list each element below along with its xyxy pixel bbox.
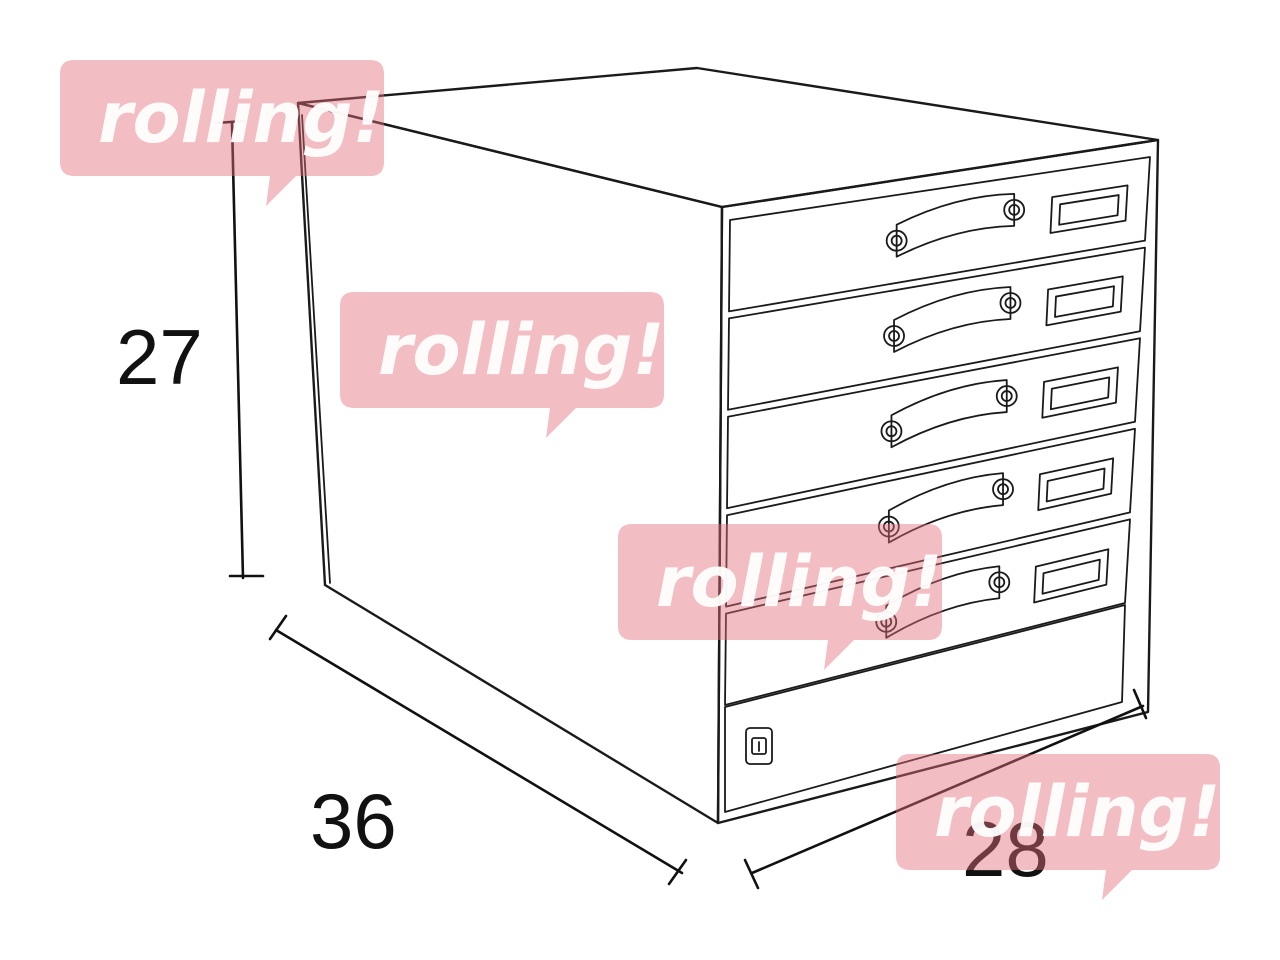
drawer-label-holder bbox=[1033, 548, 1110, 604]
width-label: 28 bbox=[962, 805, 1049, 893]
drawer-label-holder bbox=[1037, 457, 1115, 512]
lock-icon bbox=[745, 727, 773, 765]
watermark-3: rolling! bbox=[618, 524, 942, 670]
height-label: 27 bbox=[116, 313, 203, 401]
bottom-panel-frame bbox=[724, 604, 1126, 813]
drawer[interactable] bbox=[727, 246, 1146, 411]
cabinet-side bbox=[296, 101, 724, 825]
drawer-handle[interactable] bbox=[877, 472, 1014, 544]
svg-text:rolling!: rolling! bbox=[934, 771, 1220, 853]
drawer-label-holder bbox=[1041, 366, 1119, 419]
cabinet-front bbox=[716, 138, 1160, 825]
drawer-handle[interactable] bbox=[875, 565, 1011, 639]
drawer-label-holder bbox=[1049, 184, 1129, 234]
bottom-panel bbox=[724, 604, 1126, 813]
drawer-handle[interactable] bbox=[885, 192, 1026, 258]
cabinet-body bbox=[296, 66, 1160, 825]
drawer[interactable] bbox=[725, 427, 1136, 608]
dimension-width: 28 bbox=[743, 688, 1148, 893]
drawer-label-holder bbox=[1045, 275, 1124, 327]
cabinet-side-inner-edge bbox=[301, 114, 331, 584]
depth-label: 36 bbox=[310, 777, 397, 865]
svg-text:rolling!: rolling! bbox=[656, 541, 942, 623]
cabinet-top bbox=[296, 66, 1160, 209]
drawer-handle[interactable] bbox=[883, 286, 1022, 353]
watermark-2: rolling! bbox=[340, 292, 664, 438]
drawer[interactable] bbox=[724, 518, 1131, 706]
svg-text:rolling!: rolling! bbox=[378, 309, 664, 391]
watermark-1: rolling! bbox=[60, 60, 384, 206]
drawer[interactable] bbox=[726, 337, 1141, 510]
drawer[interactable] bbox=[728, 156, 1151, 313]
drawer-handle[interactable] bbox=[880, 379, 1018, 449]
watermark-4: rolling! bbox=[896, 754, 1220, 900]
drawer-stack bbox=[724, 156, 1151, 706]
dimension-depth: 36 bbox=[268, 614, 688, 886]
dimension-height: 27 bbox=[116, 119, 265, 580]
svg-text:rolling!: rolling! bbox=[98, 77, 384, 159]
